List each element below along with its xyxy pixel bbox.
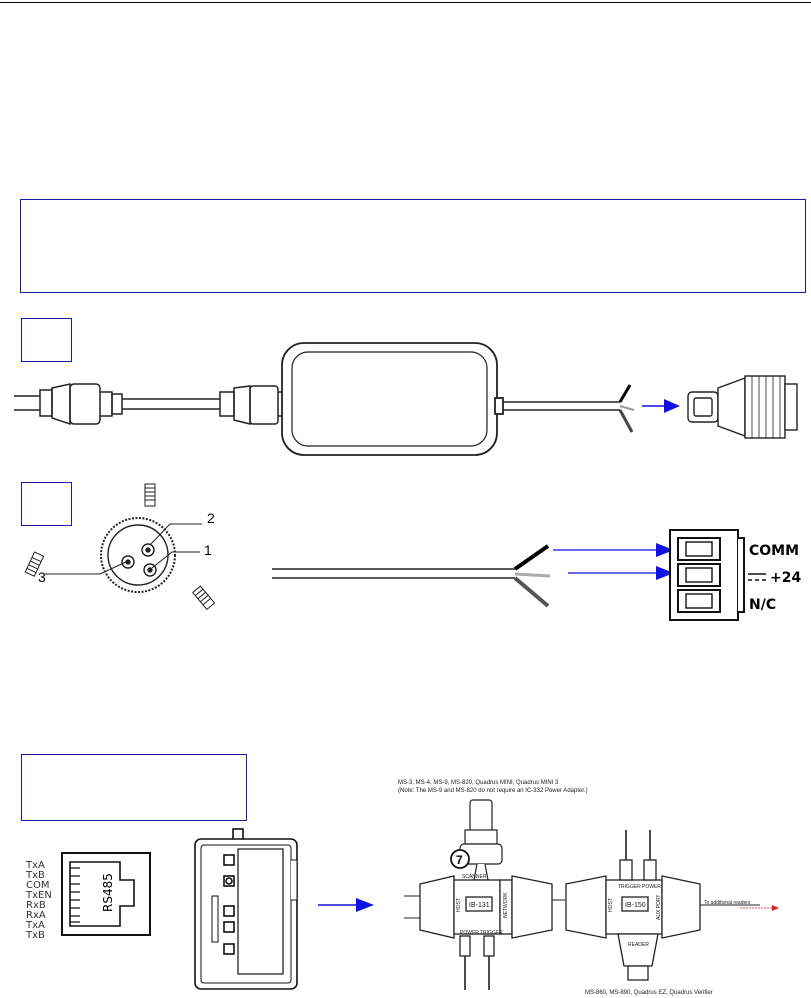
db9-scanner-connector xyxy=(459,799,503,881)
pin-leaders xyxy=(45,523,202,575)
wire-bundle xyxy=(272,544,551,608)
rj45-pin-8: TxB xyxy=(25,930,45,941)
ib150-aux-label: AUX PORT xyxy=(656,895,662,920)
note-box-2 xyxy=(21,754,247,821)
header-rule xyxy=(0,2,811,3)
ib150-trigger-label: TRIGGER xyxy=(618,884,641,890)
ib131-host-label: HOST xyxy=(456,898,462,912)
rj45-pin-3: COM xyxy=(26,880,49,891)
network-bottom-caption: MS-860, MS-890, Quadrus EZ, Quadrus Veri… xyxy=(585,990,713,996)
round-connector xyxy=(687,375,798,439)
ib131-label: IB-131 xyxy=(469,902,490,909)
arrow-to-connector xyxy=(642,399,680,413)
terminal-label-plus24: +24 xyxy=(770,570,801,586)
terminal-label-nc: N/C xyxy=(749,597,776,613)
reader-device xyxy=(194,828,298,990)
rj45-pin-labels: TxA TxB COM TxEN RxB RxA TxA TxB xyxy=(25,860,52,941)
rj45-pin-4: TxEN xyxy=(25,890,52,901)
ib131-power-label: POWER xyxy=(460,930,479,936)
ib150-power-label: POWER xyxy=(642,884,661,890)
rj45-pin-2: TxB xyxy=(25,870,45,881)
network-top-caption-2: (Note: The MS-9 and MS-820 do not requir… xyxy=(398,788,588,794)
rj45-pin-1: TxA xyxy=(25,860,45,871)
callout-7-icon xyxy=(450,849,470,869)
ib150-label: IB-150 xyxy=(625,902,646,909)
terminal-arrows xyxy=(553,543,674,580)
rj45-label: RS485 xyxy=(101,873,115,912)
rj45-pin-7: TxA xyxy=(25,920,45,931)
arrow-to-network xyxy=(318,898,374,912)
ac-plug xyxy=(14,383,285,426)
step-box-2 xyxy=(21,482,72,526)
terminal-label-comm: COMM xyxy=(749,543,799,559)
rj45-jack-icon xyxy=(61,852,151,936)
rj45-pin-6: RxA xyxy=(26,910,46,921)
callout-7: 7 xyxy=(456,853,463,867)
power-brick xyxy=(281,342,504,456)
ib131-trigger-label: TRIGGER xyxy=(480,930,503,936)
ib150-reader-label: READER xyxy=(628,942,649,948)
rj45-pin-5: RxB xyxy=(26,900,46,911)
ib131-scanner-label: SCANNER xyxy=(462,874,487,880)
screws xyxy=(24,483,216,611)
output-cable xyxy=(503,384,635,433)
note-box xyxy=(20,199,806,293)
step-box-1 xyxy=(21,318,72,362)
dc-symbol-icon xyxy=(748,573,766,581)
pin-number-2: 2 xyxy=(207,510,215,526)
ib131-box xyxy=(404,875,565,990)
to-additional-arrow xyxy=(700,904,779,911)
ib150-box xyxy=(565,830,701,981)
network-top-caption-1: MS-3, MS-4, MS-9, MS-820, Quadrus MINI, … xyxy=(398,780,559,786)
pin-number-1: 1 xyxy=(204,542,212,558)
ib131-network-label: NETWORK xyxy=(503,892,509,918)
pin-number-3: 3 xyxy=(38,569,46,585)
terminal-block xyxy=(669,529,745,621)
to-additional-readers: To additional readers xyxy=(704,900,751,906)
connector-face xyxy=(100,517,176,593)
ib150-host-label: HOST xyxy=(608,898,614,912)
